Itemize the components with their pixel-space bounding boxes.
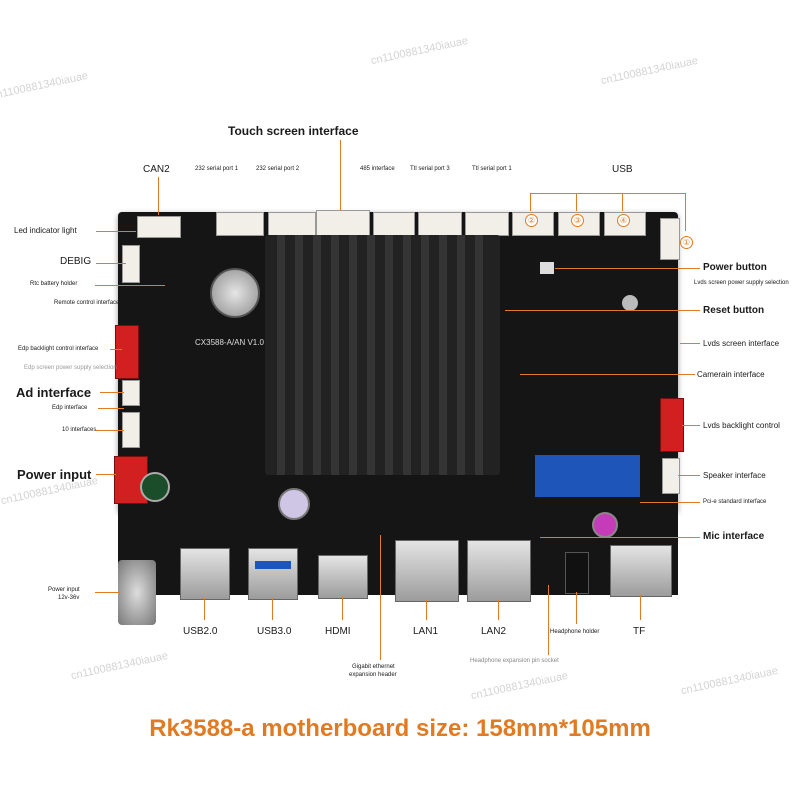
io-connector	[122, 412, 140, 448]
usb1-connector	[660, 218, 680, 260]
label-ttl1: Ttl serial port 1	[472, 166, 512, 172]
usb30-port	[248, 548, 298, 600]
label-power-button: Power button	[703, 262, 767, 273]
label-ttl3: Ttl serial port 3	[410, 166, 450, 172]
serial-232-2-connector	[268, 212, 316, 236]
usb-marker-2: ②	[525, 214, 538, 227]
label-headphone-socket: Headphone expansion pin socket	[470, 658, 559, 664]
headphone-jack	[565, 552, 589, 594]
lan2-port	[467, 540, 531, 602]
ttl1-connector	[465, 212, 509, 236]
watermark: cn1100881340iauae	[0, 69, 90, 103]
reset-button-switch	[622, 295, 638, 311]
label-usb20: USB2.0	[183, 626, 218, 637]
capacitor	[140, 472, 170, 502]
usb-marker-1: ①	[680, 236, 693, 249]
ad-connector	[122, 380, 140, 406]
debug-connector	[122, 245, 140, 283]
label-tf: TF	[633, 626, 646, 637]
lan1-port	[395, 540, 459, 602]
speaker-connector	[662, 458, 680, 494]
label-debug: DEBIG	[60, 256, 92, 267]
label-edp: Edp interface	[52, 405, 88, 411]
label-camera: Camerain interface	[697, 370, 765, 379]
board-silkscreen: CX3588-A/AN V1.0	[195, 338, 264, 347]
capacitor	[278, 488, 310, 520]
label-gigabit-2: expansion header	[349, 672, 397, 678]
hdmi-port	[318, 555, 368, 599]
label-rtc: Rtc battery holder	[30, 281, 78, 287]
label-lvds-power: Lvds screen power supply selection	[694, 280, 789, 286]
label-power-input: Power input	[17, 467, 92, 482]
lvds-backlight-connector	[660, 398, 684, 452]
label-power-input-range: 12v-36v	[58, 595, 80, 601]
label-serial-232-2: 232 serial port 2	[256, 166, 300, 172]
label-io: 10 interfaces	[62, 427, 97, 433]
pcie-slot	[535, 455, 640, 497]
caption: Rk3588-a motherboard size: 158mm*105mm	[149, 715, 651, 742]
watermark: cn1100881340iauae	[469, 669, 570, 703]
label-lan1: LAN1	[413, 626, 439, 637]
watermark: cn1100881340iauae	[69, 649, 170, 683]
label-mic: Mic interface	[703, 531, 765, 542]
dc-jack	[118, 560, 156, 625]
rs485-connector	[373, 212, 415, 236]
label-serial-232-1: 232 serial port 1	[195, 166, 239, 172]
label-can2: CAN2	[143, 164, 170, 175]
label-reset-button: Reset button	[703, 305, 765, 316]
usb-marker-3: ③	[571, 214, 584, 227]
watermark: cn1100881340iauae	[369, 34, 470, 68]
label-lvds-backlight: Lvds backlight control	[703, 421, 780, 430]
label-lvds-screen: Lvds screen interface	[703, 339, 780, 348]
usb20-port	[180, 548, 230, 600]
label-rs485: 485 interface	[360, 166, 395, 172]
label-lan2: LAN2	[481, 626, 507, 637]
label-led: Led indicator light	[14, 226, 77, 235]
usb-marker-4: ④	[617, 214, 630, 227]
usb2-connector	[512, 212, 554, 236]
label-ad: Ad interface	[16, 385, 92, 400]
can2-connector	[137, 216, 181, 238]
watermark: cn1100881340iauae	[679, 664, 780, 698]
capacitor	[592, 512, 618, 538]
edp-backlight-connector	[115, 325, 139, 379]
label-usb30: USB3.0	[257, 626, 292, 637]
power-button-switch	[540, 262, 554, 274]
heatsink	[265, 235, 500, 475]
label-gigabit-1: Gigabit ethernet	[352, 664, 395, 670]
watermark: cn1100881340iauae	[599, 54, 700, 88]
label-hdmi: HDMI	[325, 626, 351, 637]
serial-232-1-connector	[216, 212, 264, 236]
label-edp-power: Edp screen power supply selection	[24, 365, 117, 371]
label-pcie: Pci-e standard interface	[703, 499, 767, 505]
ttl3-connector	[418, 212, 462, 236]
label-power-input-small: Power input	[48, 587, 80, 593]
label-speaker: Speaker interface	[703, 471, 766, 480]
label-touch-screen: Touch screen interface	[228, 124, 359, 138]
label-headphone-holder: Headphone holder	[550, 629, 600, 635]
rtc-battery	[210, 268, 260, 318]
label-edp-backlight: Edp backlight control interface	[18, 346, 99, 352]
tf-slot	[610, 545, 672, 597]
label-remote: Remote control interface	[54, 300, 120, 306]
label-usb: USB	[612, 164, 633, 175]
touch-connector	[316, 210, 370, 238]
